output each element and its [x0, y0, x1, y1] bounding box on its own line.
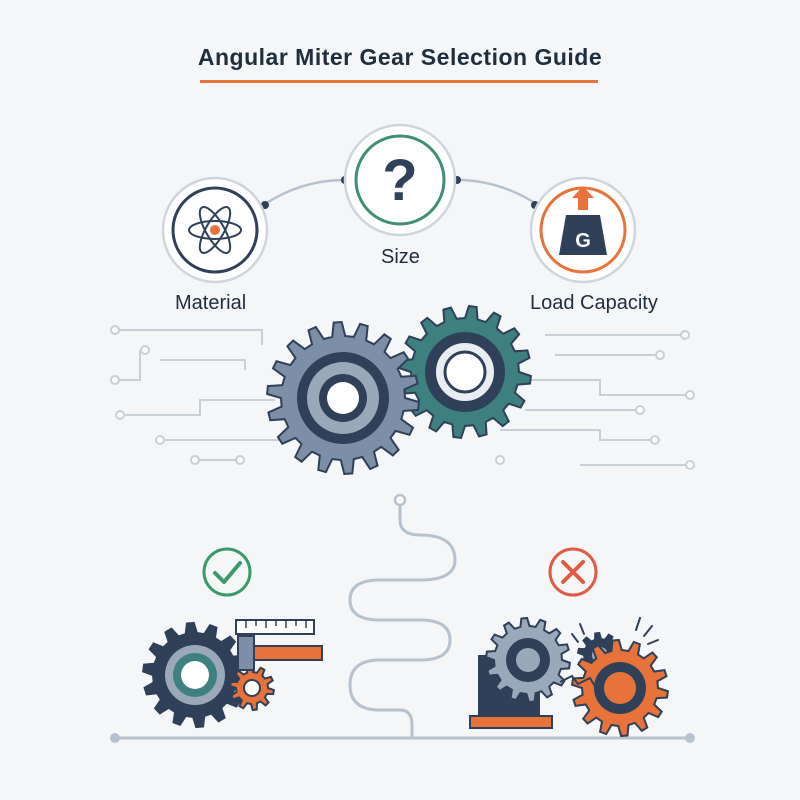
load-capacity-badge: G: [529, 176, 637, 284]
navy-gear: [141, 621, 249, 729]
path-start-node: [393, 493, 407, 507]
correct-outcome: [202, 547, 252, 597]
crack-fragments: [559, 674, 597, 689]
atom-icon: [188, 206, 242, 254]
small-orange-gear: [228, 664, 276, 712]
caliper-icon: [235, 619, 323, 671]
decision-path: [348, 500, 457, 738]
machine-base: [469, 715, 553, 729]
correct-assembly: [141, 619, 323, 729]
steel-broken-gear: [484, 616, 572, 704]
criteria-connector: [261, 178, 539, 208]
steel-gear: [266, 320, 420, 476]
weight-letter: G: [575, 230, 591, 252]
size-badge: ?: [343, 123, 457, 237]
gear-hub: [181, 661, 209, 689]
circuit-traces-right: [500, 334, 690, 466]
circuit-traces-left: [115, 329, 290, 461]
circuit-nodes-left: [110, 325, 245, 465]
page-title: Angular Miter Gear Selection Guide: [197, 44, 603, 70]
title-underline: [200, 80, 598, 83]
cross-icon: [561, 560, 585, 584]
gear-hub: [443, 350, 487, 394]
size-label: Size: [381, 246, 420, 268]
material-badge: [161, 176, 269, 284]
load-capacity-label: Load Capacity: [530, 292, 658, 314]
question-mark-icon: ?: [382, 148, 417, 213]
break-spark-lines: [571, 617, 659, 645]
check-icon: [213, 561, 242, 584]
gear-hub: [327, 382, 359, 414]
gear-hub: [243, 679, 261, 697]
circuit-nodes-right: [495, 330, 695, 470]
gear-hub: [604, 672, 636, 704]
material-label: Material: [175, 292, 247, 314]
ground-node-left: [110, 733, 120, 743]
ground-node-right: [685, 733, 695, 743]
weight-icon: G: [559, 186, 607, 255]
incorrect-assembly: [469, 616, 670, 738]
orange-broken-gear: [570, 638, 670, 738]
teal-gear: [398, 305, 532, 439]
incorrect-outcome: [548, 547, 598, 597]
gear-hub: [516, 648, 540, 672]
